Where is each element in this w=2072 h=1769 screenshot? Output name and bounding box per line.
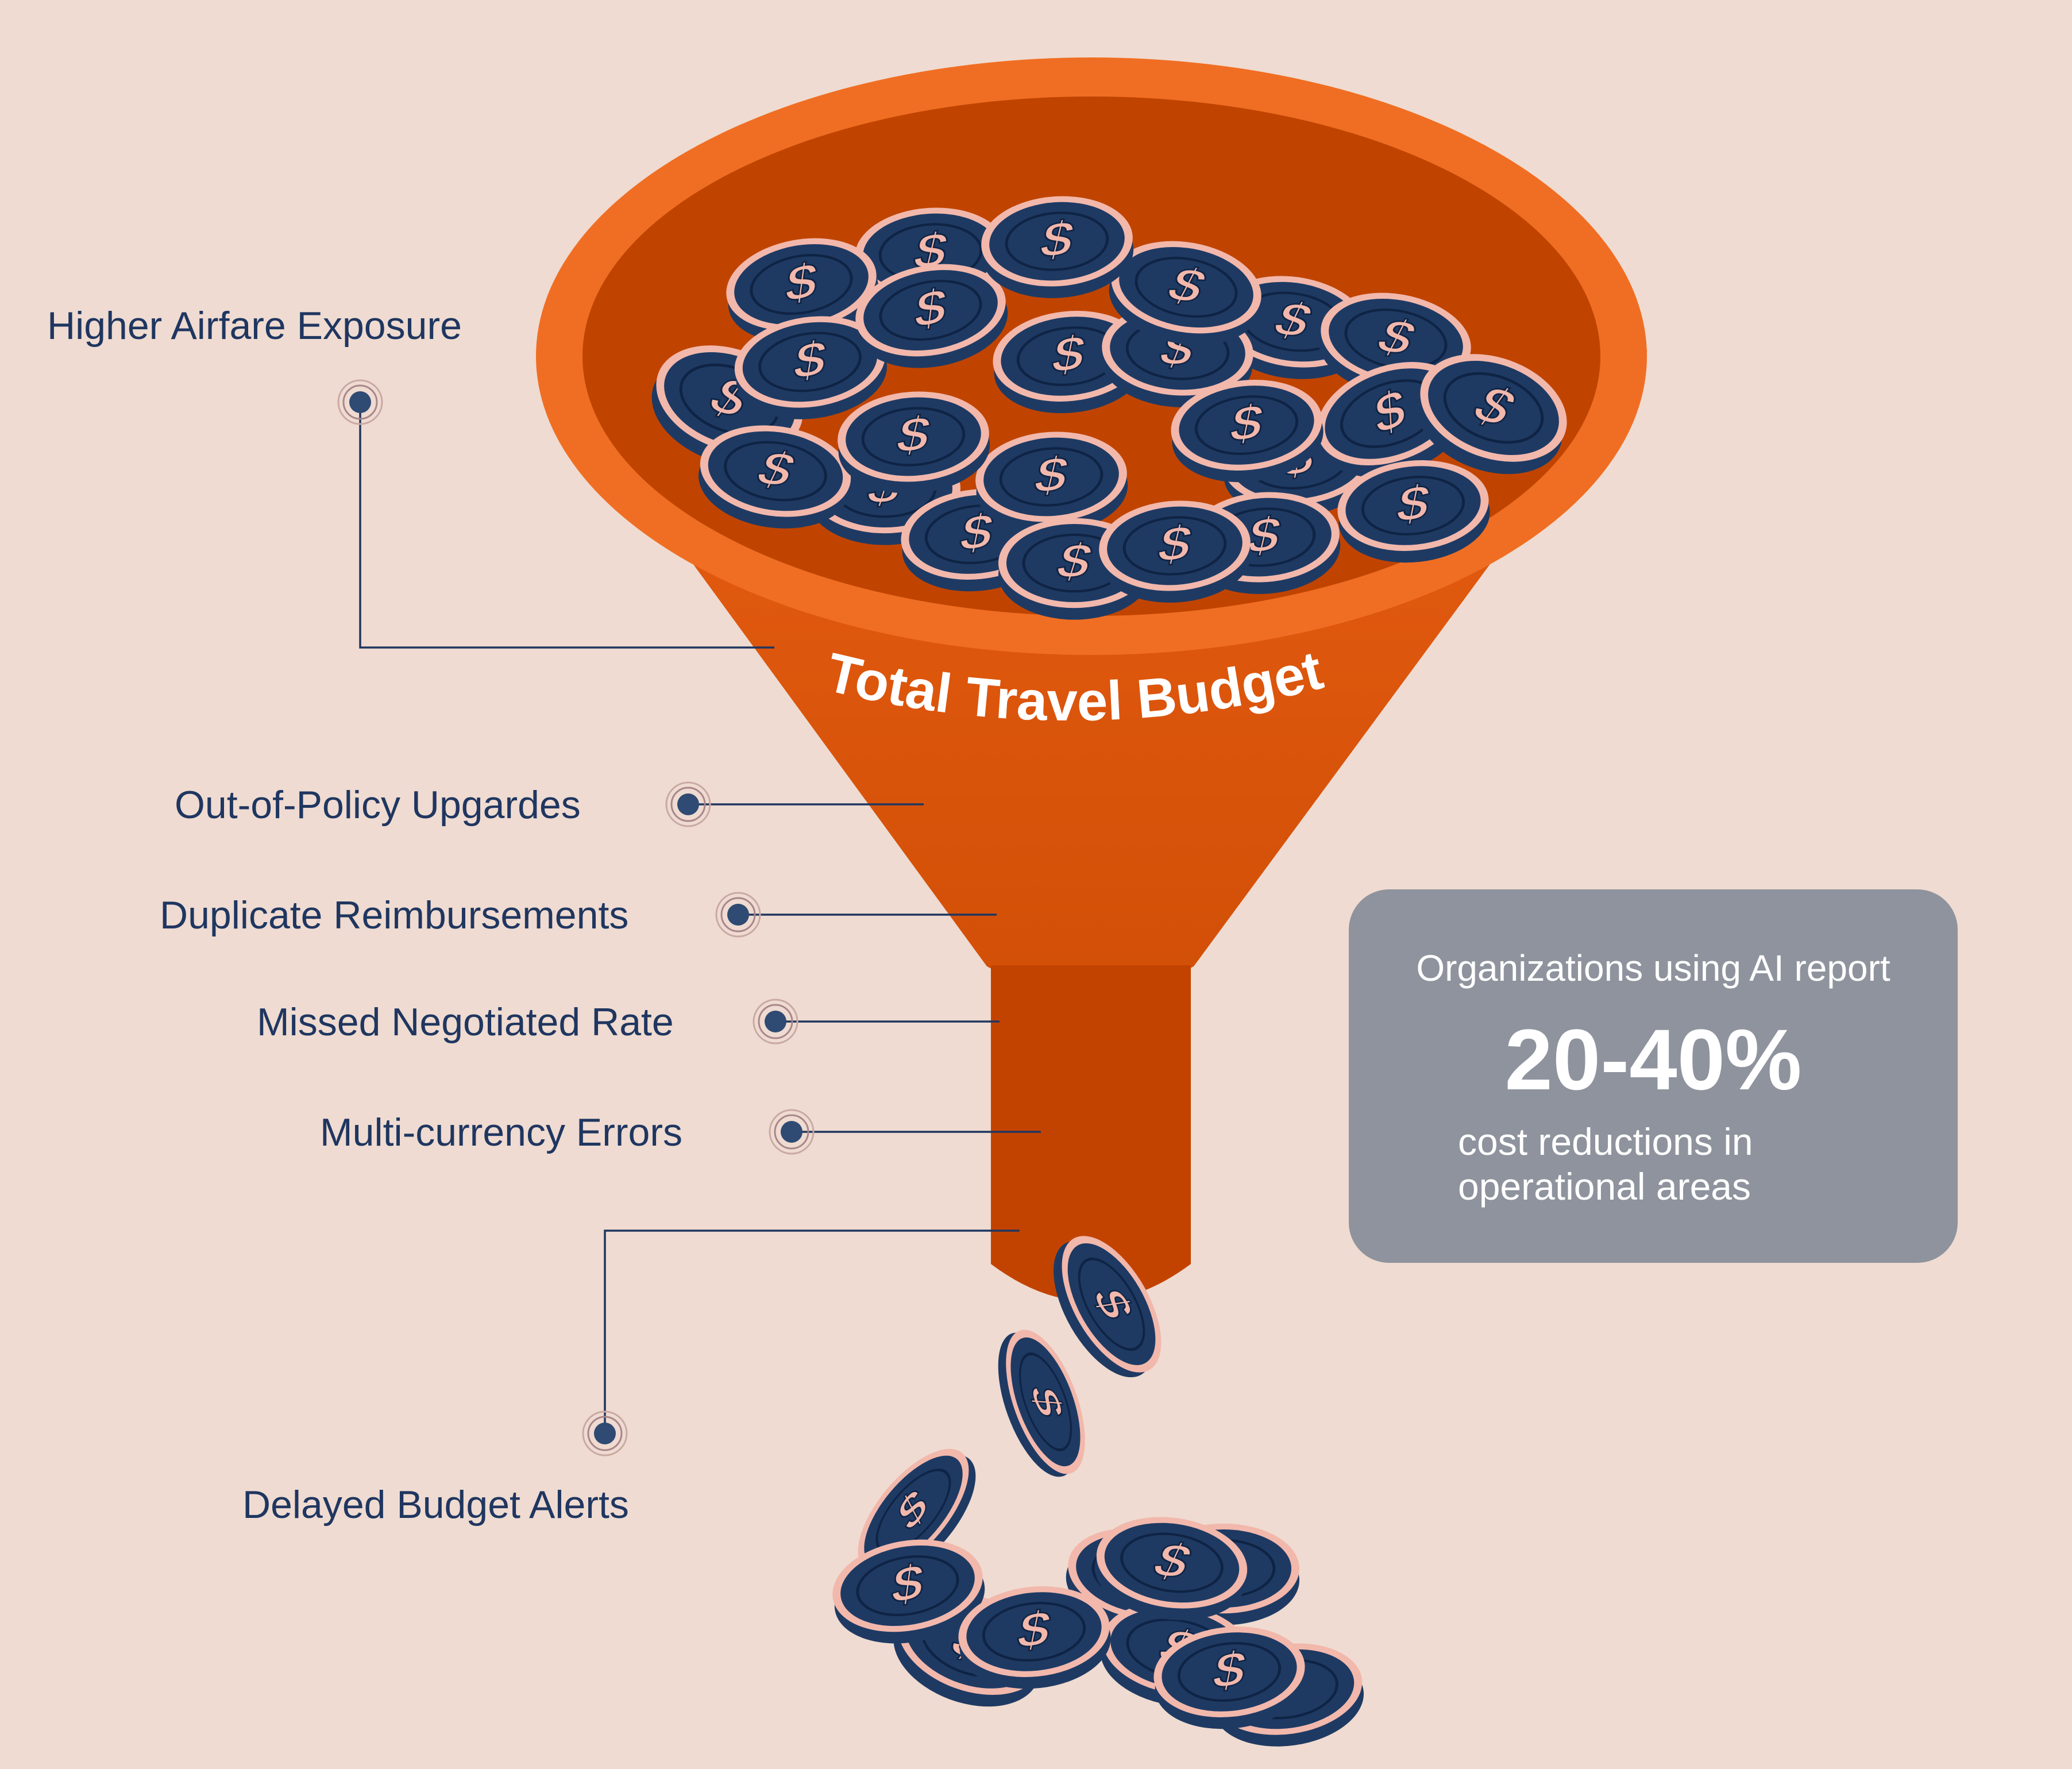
dollar-coin-icon: $ bbox=[1171, 380, 1324, 483]
leak-markers bbox=[337, 379, 815, 1456]
target-dot-icon bbox=[337, 379, 383, 425]
coins-spilled: $$$$$$$$$$$$ bbox=[832, 1236, 1364, 1747]
dollar-coin-icon: $ bbox=[975, 431, 1128, 534]
dollar-coin-icon: $ bbox=[1109, 241, 1261, 345]
stat-intro: Organizations using AI report bbox=[1416, 947, 1890, 989]
dollar-coin-icon: $ bbox=[1415, 354, 1567, 475]
dollar-coin-icon: $ bbox=[1337, 460, 1490, 563]
dollar-coin-icon: $ bbox=[981, 196, 1134, 298]
stat-callout: Organizations using AI report 20-40% cos… bbox=[1349, 889, 1958, 1263]
leak-label-reimbursements: Duplicate Reimbursements bbox=[160, 893, 629, 937]
leader-lines bbox=[359, 402, 1041, 1433]
dollar-coin-icon: $ bbox=[838, 391, 990, 494]
leader-line bbox=[604, 1230, 1020, 1433]
target-dot-icon bbox=[582, 1410, 628, 1456]
funnel-spout bbox=[991, 965, 1191, 1301]
target-dot-icon bbox=[665, 781, 711, 827]
dollar-coin-icon: $ bbox=[1318, 292, 1471, 397]
svg-text:$: $ bbox=[1373, 376, 1407, 447]
dollar-coin-icon: $ bbox=[1094, 1517, 1248, 1620]
target-dot-icon bbox=[753, 999, 798, 1045]
dollar-coin-icon: $ bbox=[855, 264, 1008, 368]
stat-value: 20-40% bbox=[1504, 1011, 1802, 1108]
dollar-coin-icon: $ bbox=[698, 425, 851, 529]
leak-label-negotiated-rate: Missed Negotiated Rate bbox=[257, 1000, 674, 1044]
leak-label-airfare: Higher Airfare Exposure bbox=[47, 304, 462, 348]
leak-label-currency: Multi-currency Errors bbox=[320, 1111, 682, 1154]
dollar-coin-icon: $ bbox=[1099, 500, 1252, 603]
stat-description: cost reductions in operational areas bbox=[1458, 1120, 1753, 1208]
dollar-coin-icon: $ bbox=[1153, 1627, 1306, 1729]
target-dot-icon bbox=[715, 892, 761, 938]
dollar-coin-icon: $ bbox=[1054, 1236, 1162, 1378]
leak-label-upgrades: Out-of-Policy Upgardes bbox=[175, 783, 581, 827]
target-dot-icon bbox=[769, 1109, 815, 1155]
dollar-coin-icon: $ bbox=[998, 1329, 1085, 1477]
dollar-coin-icon: $ bbox=[958, 1586, 1111, 1689]
dollar-coin-icon: $ bbox=[832, 1539, 985, 1644]
leak-label-budget-alerts: Delayed Budget Alerts bbox=[242, 1483, 629, 1527]
leader-line bbox=[359, 402, 774, 649]
coins-in-funnel: $$$$$$$$$$$$$$$$$$$$$$$$ bbox=[651, 196, 1567, 620]
dollar-coin-icon: $ bbox=[734, 316, 888, 419]
